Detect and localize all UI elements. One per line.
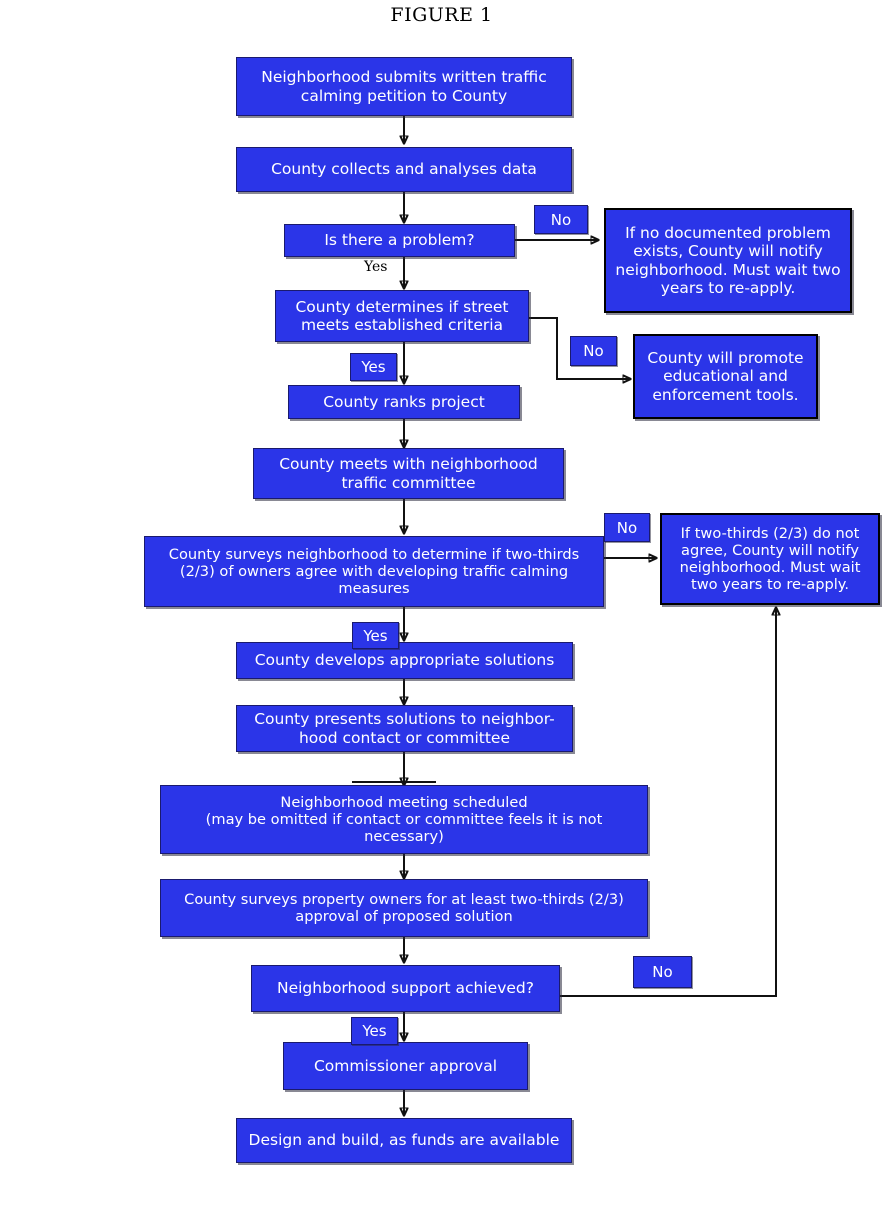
node-neighborhood-meeting-scheduled[interactable]: Neighborhood meeting scheduled (may be o…: [160, 785, 648, 854]
node-petition-submitted[interactable]: Neighborhood submits written traffic cal…: [236, 57, 572, 116]
edge-label-no-survey: No: [604, 513, 650, 542]
connector-no-criteria: [529, 317, 630, 379]
node-meets-established-criteria[interactable]: County determines if street meets establ…: [275, 290, 529, 342]
node-is-there-a-problem[interactable]: Is there a problem?: [284, 224, 515, 257]
meeting-line-1: Neighborhood meeting scheduled: [280, 793, 528, 811]
edge-label-yes-survey: Yes: [352, 622, 399, 649]
meeting-line-2: (may be omitted if contact or committee …: [205, 810, 603, 846]
edge-label-no-problem: No: [534, 205, 588, 234]
outcome-no-documented-problem[interactable]: If no documented problem exists, County …: [604, 208, 852, 313]
edge-label-no-support: No: [633, 956, 692, 988]
node-develops-solutions[interactable]: County develops appropriate solutions: [236, 642, 573, 679]
edge-label-yes-support: Yes: [351, 1017, 398, 1045]
node-presents-solutions[interactable]: County presents solutions to neighbor-ho…: [236, 705, 573, 752]
node-survey-neighborhood-two-thirds[interactable]: County surveys neighborhood to determine…: [144, 536, 604, 607]
outcome-promote-education-enforcement[interactable]: County will promote educational and enfo…: [633, 334, 818, 419]
edge-label-yes-problem: Yes: [364, 259, 388, 275]
node-collect-analyse-data[interactable]: County collects and analyses data: [236, 147, 572, 192]
outcome-two-thirds-do-not-agree[interactable]: If two-thirds (2/3) do not agree, County…: [660, 513, 880, 605]
node-meets-with-traffic-committee[interactable]: County meets with neighborhood traffic c…: [253, 448, 564, 499]
figure-title: FIGURE 1: [390, 4, 493, 26]
node-commissioner-approval[interactable]: Commissioner approval: [283, 1042, 528, 1090]
edge-label-no-criteria: No: [570, 336, 617, 366]
connector-no-support-feedback: [560, 608, 776, 997]
node-neighborhood-support-achieved[interactable]: Neighborhood support achieved?: [251, 965, 560, 1012]
node-county-ranks-project[interactable]: County ranks project: [288, 385, 520, 419]
node-survey-property-owners[interactable]: County surveys property owners for at le…: [160, 879, 648, 937]
edge-label-yes-criteria: Yes: [350, 353, 397, 381]
node-design-and-build[interactable]: Design and build, as funds are available: [236, 1118, 572, 1163]
